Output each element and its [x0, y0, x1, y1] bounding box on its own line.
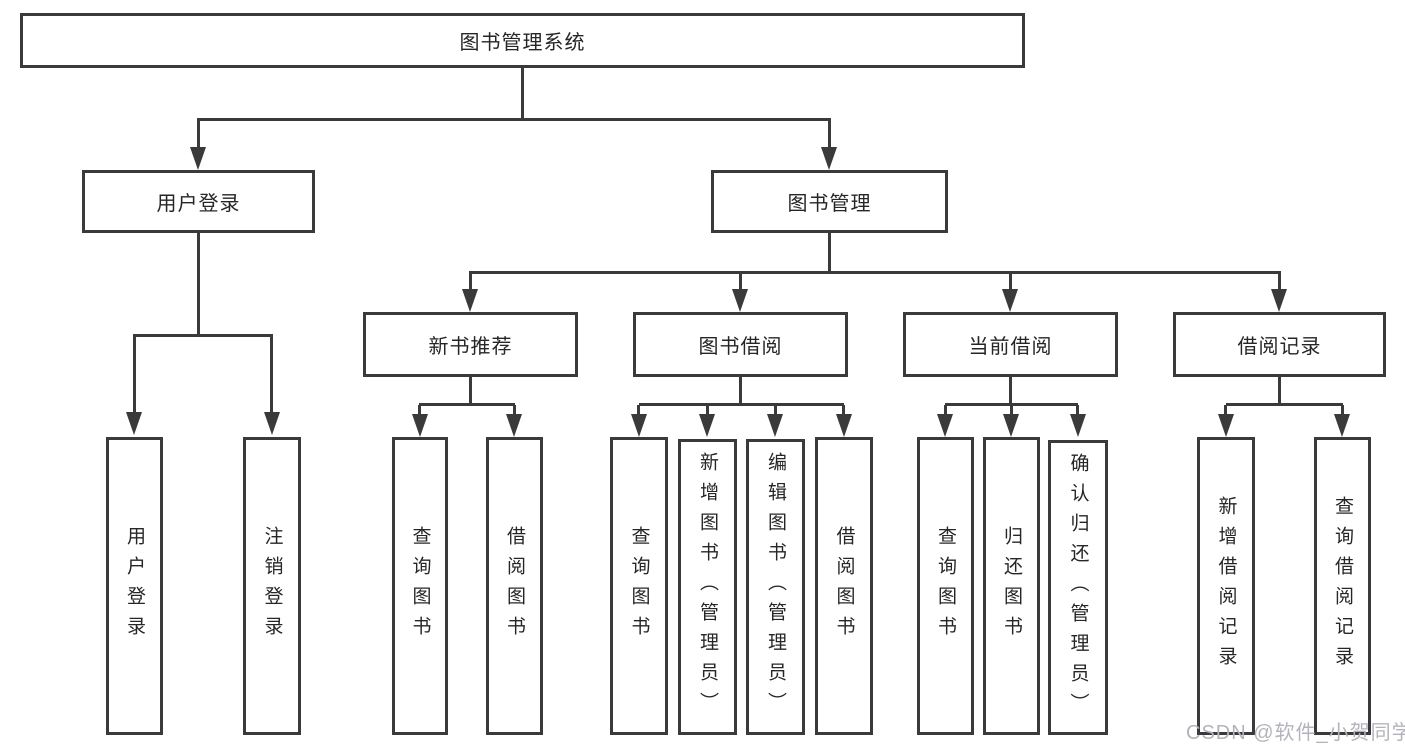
node-new-book-recommend-label: 新书推荐	[428, 336, 513, 358]
arrowhead-down-icon	[821, 147, 837, 170]
node-root-system: 图书管理系统	[20, 13, 1025, 68]
arrowhead-down-icon	[699, 414, 715, 437]
connector-stub	[944, 405, 947, 416]
connector-stub	[418, 405, 421, 416]
connector-rail	[1226, 403, 1343, 406]
connector-stub	[1010, 405, 1013, 416]
arrowhead-down-icon	[1070, 414, 1086, 437]
arrowhead-down-icon	[767, 414, 783, 437]
connector-stub	[1009, 274, 1012, 290]
leaf-user-login: 用户登录	[106, 437, 163, 735]
arrowhead-down-icon	[264, 412, 280, 435]
arrowhead-down-icon	[836, 414, 852, 437]
leaf-cb-query-books-label: 查询图书	[935, 526, 956, 646]
connector-stub	[706, 405, 709, 416]
connector-stub	[469, 377, 472, 404]
connector-user-rail	[133, 334, 273, 337]
leaf-br-query-record-label: 查询借阅记录	[1332, 496, 1353, 676]
connector-user-trunk	[197, 233, 200, 336]
leaf-bb-borrow-books: 借阅图书	[815, 437, 873, 735]
leaf-logout: 注销登录	[243, 437, 301, 735]
node-user-login: 用户登录	[82, 170, 315, 233]
connector-stub	[513, 405, 516, 416]
leaf-bb-borrow-books-label: 借阅图书	[833, 526, 855, 646]
connector-stub	[270, 336, 273, 412]
node-current-borrow: 当前借阅	[903, 312, 1118, 377]
leaf-bb-edit-books-admin-label: 编辑图书（管理员）	[765, 452, 786, 722]
arrowhead-down-icon	[937, 414, 953, 437]
connector-stub	[1224, 405, 1227, 416]
connector-stub	[133, 336, 136, 412]
connector-stub	[1341, 405, 1344, 416]
connector-stub	[469, 274, 472, 290]
csdn-watermark: CSDN @软件_小贺同学	[1186, 722, 1405, 744]
arrowhead-down-icon	[412, 414, 428, 437]
connector-level2-rail	[197, 118, 831, 121]
connector-stub	[774, 405, 777, 416]
connector-stub	[197, 121, 200, 149]
arrowhead-down-icon	[631, 414, 647, 437]
connector-rail	[419, 403, 515, 406]
arrowhead-down-icon	[1002, 289, 1018, 312]
arrowhead-down-icon	[732, 289, 748, 312]
node-book-management: 图书管理	[711, 170, 948, 233]
node-root-label: 图书管理系统	[459, 32, 586, 54]
connector-stub	[828, 121, 831, 149]
leaf-bb-query-books: 查询图书	[610, 437, 668, 735]
connector-mgmt-trunk	[828, 233, 831, 274]
arrowhead-down-icon	[126, 412, 142, 435]
node-current-borrow-label: 当前借阅	[968, 336, 1053, 358]
node-book-borrow-label: 图书借阅	[698, 336, 783, 358]
leaf-nb-query-books: 查询图书	[392, 437, 448, 735]
leaf-logout-label: 注销登录	[261, 526, 283, 646]
leaf-nb-query-books-label: 查询图书	[409, 526, 431, 646]
connector-level3-rail	[469, 271, 1281, 274]
node-user-login-label: 用户登录	[156, 193, 241, 215]
connector-stub	[739, 274, 742, 290]
leaf-bb-add-books-admin-label: 新增图书（管理员）	[697, 452, 718, 722]
arrowhead-down-icon	[462, 289, 478, 312]
connector-stub	[1009, 377, 1012, 404]
leaf-user-login-label: 用户登录	[124, 526, 145, 646]
arrowhead-down-icon	[1334, 414, 1350, 437]
arrowhead-down-icon	[1003, 414, 1019, 437]
node-book-management-label: 图书管理	[787, 193, 872, 215]
connector-rail	[945, 403, 1078, 406]
leaf-cb-confirm-return-admin-label: 确认归还（管理员）	[1067, 452, 1089, 723]
arrowhead-down-icon	[1218, 414, 1234, 437]
arrowhead-down-icon	[190, 147, 206, 170]
connector-stub	[842, 405, 845, 416]
leaf-br-add-record-label: 新增借阅记录	[1215, 496, 1237, 676]
leaf-nb-borrow-books-label: 借阅图书	[504, 526, 525, 646]
node-book-borrow: 图书借阅	[633, 312, 848, 377]
connector-root-trunk	[521, 68, 524, 121]
leaf-cb-return-books-label: 归还图书	[1001, 526, 1022, 646]
leaf-bb-add-books-admin: 新增图书（管理员）	[678, 439, 737, 735]
connector-stub	[637, 405, 640, 416]
leaf-nb-borrow-books: 借阅图书	[486, 437, 543, 735]
leaf-bb-edit-books-admin: 编辑图书（管理员）	[746, 439, 805, 735]
leaf-cb-return-books: 归还图书	[983, 437, 1040, 735]
node-borrow-records-label: 借阅记录	[1237, 336, 1322, 358]
connector-stub	[1278, 274, 1281, 290]
arrowhead-down-icon	[506, 414, 522, 437]
arrowhead-down-icon	[1271, 289, 1287, 312]
node-borrow-records: 借阅记录	[1173, 312, 1386, 377]
leaf-cb-query-books: 查询图书	[917, 437, 974, 735]
leaf-cb-confirm-return-admin: 确认归还（管理员）	[1048, 440, 1108, 735]
connector-stub	[1076, 405, 1079, 416]
node-new-book-recommend: 新书推荐	[363, 312, 578, 377]
leaf-br-query-record: 查询借阅记录	[1314, 437, 1371, 735]
connector-stub	[1278, 377, 1281, 404]
leaf-br-add-record: 新增借阅记录	[1197, 437, 1255, 735]
leaf-bb-query-books-label: 查询图书	[628, 526, 650, 646]
connector-rail	[639, 403, 844, 406]
connector-stub	[739, 377, 742, 404]
